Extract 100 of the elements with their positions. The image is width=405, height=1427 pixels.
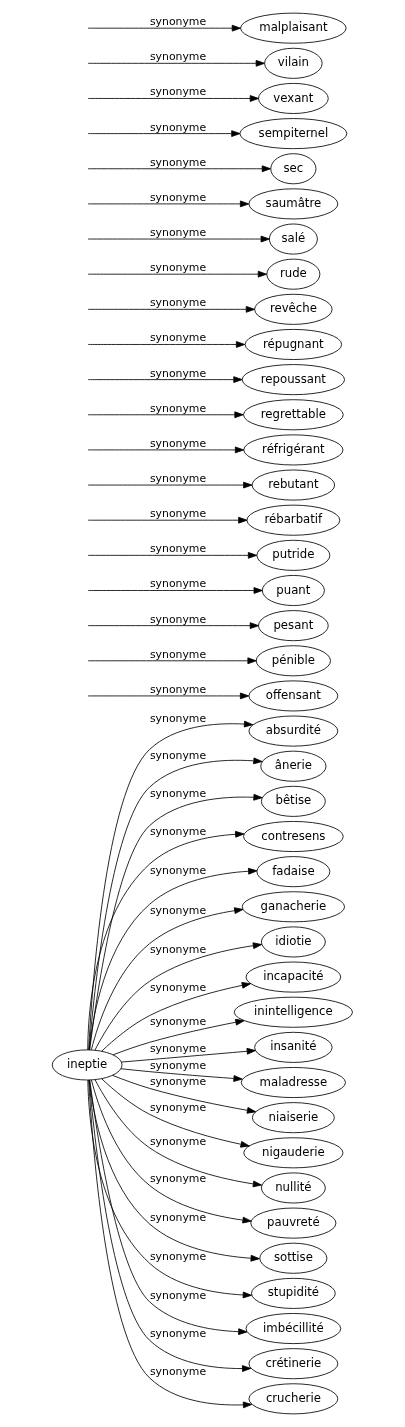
arrow xyxy=(120,1068,243,1082)
arrow xyxy=(87,24,241,32)
node-ellipse: nigauderie xyxy=(243,1137,344,1169)
node-ellipse: crucherie xyxy=(248,1383,339,1415)
node-ellipse: crétinerie xyxy=(248,1348,339,1380)
node-ellipse: rebutant xyxy=(251,469,336,501)
edge-label: synonyme xyxy=(149,401,207,415)
node-ellipse: absurdité xyxy=(248,715,339,747)
edge-label: synonyme xyxy=(149,155,207,169)
edge-label: synonyme xyxy=(149,1015,207,1029)
edge-label: synonyme xyxy=(149,50,207,64)
arrow xyxy=(87,552,258,559)
node-ellipse: niaiserie xyxy=(251,1102,335,1134)
edge-label: synonyme xyxy=(149,647,207,661)
edge-label: synonyme xyxy=(149,682,207,696)
arrow xyxy=(112,1018,245,1056)
node-ellipse: répugnant xyxy=(244,329,343,360)
node-ellipse: sottise xyxy=(259,1242,328,1274)
edge-label: synonyme xyxy=(149,1210,207,1224)
node-ellipse: pauvreté xyxy=(250,1207,337,1239)
node-ellipse: rude xyxy=(266,258,321,290)
node-ellipse: pesant xyxy=(258,610,329,642)
arrow xyxy=(91,1079,252,1224)
arrow xyxy=(87,235,270,243)
node-ellipse: idiotie xyxy=(261,926,326,958)
edge-label: synonyme xyxy=(149,226,207,240)
edge-label: synonyme xyxy=(149,943,207,957)
edge-label: synonyme xyxy=(149,1041,207,1055)
node-ellipse: réfrigérant xyxy=(243,434,344,466)
edge-label: synonyme xyxy=(149,190,207,204)
arrow xyxy=(87,692,250,700)
node-ellipse: incapacité xyxy=(245,961,342,993)
arrow xyxy=(87,516,248,524)
edge-label: synonyme xyxy=(149,261,207,275)
node-ellipse: sempiternel xyxy=(239,118,348,150)
node-ellipse: putride xyxy=(256,539,331,571)
arrow xyxy=(87,59,265,67)
edge-label: synonyme xyxy=(149,1250,207,1264)
edge-label: synonyme xyxy=(149,542,207,556)
node-ellipse: maladresse xyxy=(240,1067,346,1098)
node-ellipse: fadaise xyxy=(256,856,331,888)
node-ellipse: stupidité xyxy=(251,1277,336,1309)
edge-label: synonyme xyxy=(149,472,207,486)
edge-label: synonyme xyxy=(149,863,207,877)
arrow xyxy=(87,657,257,665)
edge-label: synonyme xyxy=(149,786,207,800)
edge-label: synonyme xyxy=(149,1058,207,1072)
arrow xyxy=(94,942,263,1051)
node-ellipse: sec xyxy=(270,153,317,185)
edge-label: synonyme xyxy=(149,15,207,29)
arrow xyxy=(87,446,245,454)
arrow xyxy=(87,830,245,1051)
edge-label: synonyme xyxy=(149,1172,207,1186)
arrow xyxy=(112,1074,257,1114)
edge-label: synonyme xyxy=(149,331,207,345)
edge-label: synonyme xyxy=(149,296,207,310)
arrow xyxy=(101,982,251,1052)
node-ellipse: ganacherie xyxy=(241,891,345,923)
arrow xyxy=(88,720,254,1051)
node-ellipse: ânerie xyxy=(260,750,327,782)
edge-label: synonyme xyxy=(149,749,207,763)
arrow xyxy=(87,95,259,102)
edge-label: synonyme xyxy=(149,1101,207,1115)
edge-label: synonyme xyxy=(149,980,207,994)
node-ellipse: ineptie xyxy=(51,1049,123,1081)
edge-label: synonyme xyxy=(149,903,207,917)
arrow xyxy=(121,1047,256,1063)
arrow xyxy=(94,1079,263,1188)
node-ellipse: vexant xyxy=(258,83,329,114)
edge-label: synonyme xyxy=(149,712,207,726)
node-ellipse: vilain xyxy=(264,47,323,79)
arrow xyxy=(101,1078,250,1148)
arrow xyxy=(87,165,271,173)
arrow xyxy=(87,481,253,489)
arrow xyxy=(87,376,243,383)
edge-label: synonyme xyxy=(149,1327,207,1341)
node-ellipse: regrettable xyxy=(243,399,344,431)
node-ellipse: rébarbatif xyxy=(246,504,341,536)
arrow xyxy=(90,907,244,1051)
arrow xyxy=(88,1079,260,1262)
arrow xyxy=(87,270,267,278)
arrow xyxy=(87,622,259,629)
edge-label: synonyme xyxy=(149,436,207,450)
edge-label: synonyme xyxy=(149,612,207,626)
node-ellipse: revêche xyxy=(254,293,333,325)
arrow xyxy=(87,411,244,419)
edge-label: synonyme xyxy=(149,85,207,99)
edge-label: synonyme xyxy=(149,1364,207,1378)
node-ellipse: offensant xyxy=(248,680,339,712)
node-ellipse: nullité xyxy=(261,1172,326,1204)
edge-label: synonyme xyxy=(149,120,207,134)
node-ellipse: saumâtre xyxy=(248,188,339,220)
arrow xyxy=(88,867,258,1051)
node-ellipse: insanité xyxy=(254,1031,333,1063)
arrow xyxy=(87,130,241,137)
arrow xyxy=(89,1079,248,1335)
edge-label: synonyme xyxy=(149,1288,207,1302)
node-ellipse: contresens xyxy=(243,821,344,852)
edge-label: synonyme xyxy=(149,1075,207,1089)
node-ellipse: imbécillité xyxy=(245,1313,342,1344)
